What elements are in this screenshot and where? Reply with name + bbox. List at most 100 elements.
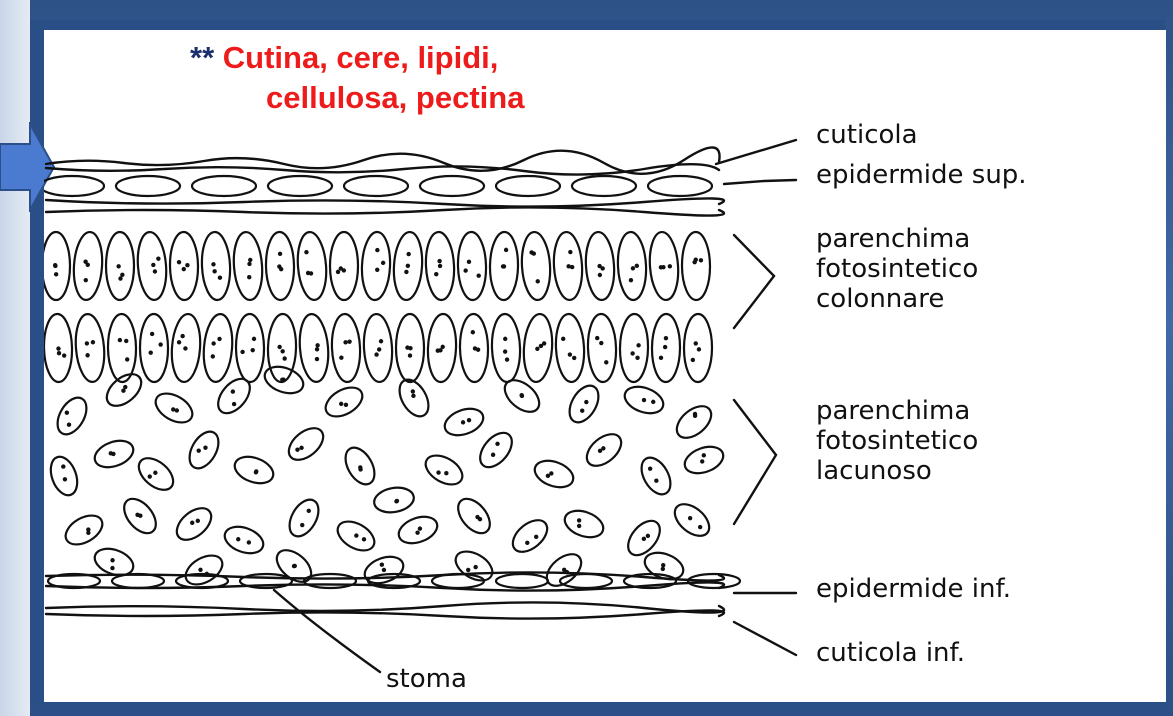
spongy-cell: [421, 450, 468, 491]
chloroplast: [636, 343, 640, 347]
label-stoma: stoma: [386, 666, 467, 692]
chloroplast: [600, 266, 604, 270]
chloroplast: [175, 408, 179, 412]
chloroplast: [519, 393, 523, 397]
chloroplast: [502, 264, 506, 268]
spongy-cell: [283, 422, 329, 466]
spongy-cell: [395, 512, 441, 548]
chloroplast: [205, 572, 209, 576]
spongy-cell: [507, 514, 553, 558]
chloroplast: [118, 338, 122, 342]
palisade-cell: [201, 313, 235, 383]
spongy-cell: [531, 456, 577, 492]
chloroplast: [248, 258, 252, 262]
chloroplast: [342, 268, 346, 272]
chloroplast: [534, 535, 538, 539]
label-parenchima-colonnare-3: colonnare: [816, 286, 944, 312]
spongy-cell: [669, 498, 715, 542]
chloroplast: [151, 263, 155, 267]
chloroplast: [149, 351, 153, 355]
label-cuticola-inf: cuticola inf.: [816, 640, 965, 666]
chloroplast: [280, 377, 284, 381]
chloroplast: [664, 336, 668, 340]
chloroplast: [254, 469, 258, 473]
spongy-cell: [52, 393, 93, 440]
chloroplast: [380, 562, 384, 566]
chloroplast: [292, 564, 296, 568]
chloroplast: [67, 423, 71, 427]
chloroplast: [693, 414, 697, 418]
chloroplast: [218, 276, 222, 280]
chloroplast: [503, 337, 507, 341]
chloroplast: [661, 567, 665, 571]
palisade-cell: [616, 231, 647, 300]
chloroplast: [109, 451, 113, 455]
chloroplast: [343, 340, 347, 344]
chloroplast: [156, 257, 160, 261]
palisade-cell: [457, 232, 487, 301]
chloroplast: [700, 459, 704, 463]
chloroplast: [404, 270, 408, 274]
chloroplast: [277, 345, 281, 349]
chloroplast: [491, 453, 495, 457]
spongy-cell: [564, 381, 605, 428]
chloroplast: [411, 394, 415, 398]
spongy-cell: [636, 453, 677, 500]
label-parenchima-colonnare-1: parenchima: [816, 226, 970, 252]
chloroplast: [304, 250, 308, 254]
upper-epidermis-line: [46, 198, 724, 206]
brace-lacunoso: [734, 400, 776, 524]
palisade-cell: [491, 313, 522, 382]
lower-cuticle: [46, 602, 724, 612]
chloroplast: [278, 252, 282, 256]
chloroplast: [408, 346, 412, 350]
label-epidermide-inf: epidermide inf.: [816, 576, 1011, 602]
chloroplast: [54, 272, 58, 276]
chloroplast: [56, 346, 60, 350]
chloroplast: [309, 271, 313, 275]
chloroplast: [382, 568, 386, 572]
chloroplast: [568, 250, 572, 254]
chloroplast: [580, 409, 584, 413]
chloroplast: [62, 353, 66, 357]
pointer-cuticola-inf: [734, 622, 796, 655]
epidermis-cell: [44, 176, 104, 196]
chloroplast: [118, 276, 122, 280]
palisade-cell: [297, 313, 331, 383]
chloroplast: [362, 537, 366, 541]
chloroplast: [203, 446, 207, 450]
chloroplast: [183, 346, 187, 350]
chloroplast: [247, 275, 251, 279]
spongy-cell: [671, 400, 717, 444]
chloroplast: [473, 565, 477, 569]
chloroplast: [570, 265, 574, 269]
lower-epidermis-cell: [496, 574, 548, 588]
chloroplast: [542, 341, 546, 345]
chloroplast: [529, 250, 533, 254]
chloroplast: [572, 356, 576, 360]
chloroplast: [153, 269, 157, 273]
chloroplast: [659, 265, 663, 269]
chloroplast: [196, 519, 200, 523]
chloroplast: [699, 258, 703, 262]
chloroplast: [177, 260, 181, 264]
spongy-cell: [61, 510, 108, 551]
palisade-cell: [267, 314, 297, 383]
chloroplast: [651, 400, 655, 404]
chloroplast: [280, 349, 284, 353]
pointer-cuticola: [716, 140, 796, 164]
chloroplast: [65, 411, 69, 415]
chloroplast: [185, 263, 189, 267]
epidermis-cell: [192, 176, 256, 196]
epidermis-cell: [496, 176, 560, 196]
chloroplast: [504, 248, 508, 252]
chloroplast: [629, 278, 633, 282]
label-parenchima-colonnare-2: fotosintetico: [816, 256, 978, 282]
chloroplast: [177, 340, 181, 344]
chloroplast: [475, 515, 479, 519]
palisade-cell: [682, 232, 711, 300]
chloroplast: [53, 264, 57, 268]
spongy-cell: [394, 375, 435, 422]
spongy-cell: [474, 427, 518, 473]
epidermis-cell: [268, 176, 332, 196]
